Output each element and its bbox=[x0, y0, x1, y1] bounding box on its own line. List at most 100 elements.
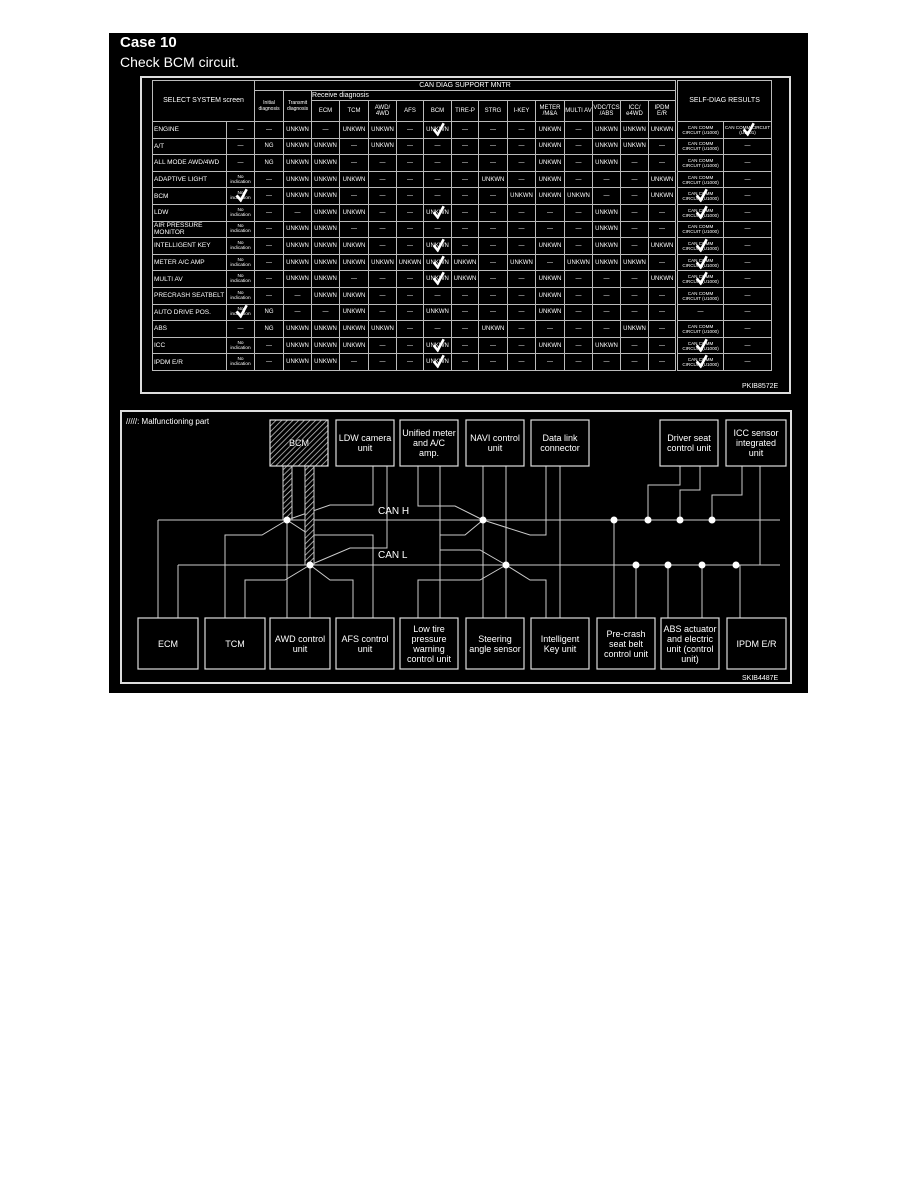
header-col: I-KEY bbox=[507, 100, 537, 122]
cell-value: — bbox=[322, 126, 329, 133]
cell-value: — bbox=[659, 309, 666, 316]
cell-value: UNKWN bbox=[286, 226, 309, 233]
cell-value: — bbox=[322, 309, 329, 316]
cell-value: — bbox=[462, 209, 469, 216]
cell-value: — bbox=[518, 292, 525, 299]
cell-value: — bbox=[351, 359, 358, 366]
cell-value: UNKWN bbox=[595, 209, 618, 216]
cell-value: UNKWN bbox=[567, 193, 590, 200]
cell-value: — bbox=[407, 325, 414, 332]
junction-dot bbox=[632, 561, 640, 569]
cell-value: — bbox=[603, 325, 610, 332]
cell-value: — bbox=[575, 325, 582, 332]
cell-value: — bbox=[462, 292, 469, 299]
cell-value: — bbox=[518, 226, 525, 233]
cell-value: UNKWN bbox=[314, 359, 337, 366]
cell-value: UNKWN bbox=[342, 342, 366, 349]
cell-value: — bbox=[603, 292, 610, 299]
cell-value: — bbox=[744, 242, 751, 249]
cell-value: CAN COMM CIRCUIT (U1000) bbox=[682, 174, 719, 185]
cell-value: — bbox=[603, 359, 610, 366]
cell-value: — bbox=[294, 292, 301, 299]
cell-value: — bbox=[462, 159, 469, 166]
can-wire bbox=[482, 466, 547, 536]
cell-value: UNKWN bbox=[286, 193, 309, 200]
can-h-label: CAN H bbox=[378, 506, 409, 517]
cell-value: — bbox=[575, 143, 582, 150]
cell-value: — bbox=[266, 276, 273, 283]
cell-value: ENGINE bbox=[154, 126, 179, 134]
bottom-unit-ipdm-e-r bbox=[726, 617, 787, 670]
top-unit-navi-control-unit bbox=[465, 419, 525, 467]
cell-value: — bbox=[659, 325, 666, 332]
cell-value: UNKWN bbox=[314, 209, 337, 216]
top-unit-driver-seat-control-unit-label: Driver seat control unit bbox=[666, 433, 712, 453]
cell-value: UNKWN bbox=[595, 242, 618, 249]
cell-value: — bbox=[351, 143, 358, 150]
cell-value: UNKWN bbox=[371, 259, 394, 266]
table-cell: CAN COMM CIRCUIT (U1000) bbox=[675, 154, 725, 172]
bottom-unit-ecm-label: ECM bbox=[158, 638, 178, 649]
cell-value: — bbox=[266, 209, 273, 216]
cell-value: No indication bbox=[230, 290, 251, 301]
can-wire bbox=[439, 519, 484, 620]
cell-value: — bbox=[575, 276, 582, 283]
junction-dot bbox=[479, 516, 487, 524]
cell-value: — bbox=[744, 359, 751, 366]
top-unit-bcm-label: BCM bbox=[289, 438, 309, 448]
cell-value: — bbox=[659, 359, 666, 366]
can-wire bbox=[224, 519, 288, 620]
cell-value: UNKWN bbox=[538, 126, 562, 133]
cell-value: — bbox=[659, 143, 666, 150]
cell-value: NG bbox=[264, 309, 274, 316]
cell-value: ICC bbox=[154, 342, 166, 350]
top-unit-ldw-camera-unit bbox=[335, 419, 395, 467]
cell-value: — bbox=[462, 226, 469, 233]
cell-value: UNKWN bbox=[286, 342, 309, 349]
cell-value: — bbox=[744, 342, 751, 349]
cell-value: — bbox=[547, 209, 554, 216]
cell-value: — bbox=[631, 226, 638, 233]
cell-value: — bbox=[407, 226, 414, 233]
junction-dot bbox=[698, 561, 706, 569]
diag-table-frame bbox=[140, 76, 791, 394]
cell-value: — bbox=[266, 242, 273, 249]
header-select-system: SELECT SYSTEM screen bbox=[151, 80, 256, 122]
cell-value: NG bbox=[264, 159, 274, 166]
cell-value: UNKWN bbox=[595, 143, 618, 150]
cell-value: No indication bbox=[230, 207, 251, 218]
cell-value: — bbox=[237, 126, 244, 133]
can-wire bbox=[505, 564, 547, 620]
bottom-unit-tcm bbox=[204, 617, 266, 670]
can-l-label: CAN L bbox=[378, 550, 408, 561]
cell-value: — bbox=[407, 193, 414, 200]
cell-value: — bbox=[407, 126, 414, 133]
cell-value: — bbox=[266, 342, 273, 349]
cell-value: — bbox=[379, 226, 386, 233]
cell-value: UNKWN bbox=[481, 176, 505, 183]
bottom-unit-pre-crash-seat-belt-control-un bbox=[596, 617, 656, 670]
cell-value: IPDM E/R bbox=[154, 358, 183, 366]
cell-value: LDW bbox=[154, 209, 169, 217]
cell-value: — bbox=[659, 209, 666, 216]
table-cell: UNKWN bbox=[283, 353, 313, 371]
cell-value: — bbox=[547, 226, 554, 233]
cell-value: — bbox=[518, 309, 525, 316]
header-col: AWD/ 4WD bbox=[368, 100, 398, 122]
top-unit-unified-meter-and-a-c-amp-label: Unified meter and A/C amp. bbox=[402, 428, 456, 458]
cell-value: — bbox=[744, 226, 751, 233]
cell-value: UNKWN bbox=[314, 259, 337, 266]
cell-value: UNKWN bbox=[453, 276, 477, 283]
cell-value: — bbox=[490, 159, 497, 166]
cell-value: — bbox=[266, 359, 273, 366]
cell-value: UNKWN bbox=[650, 176, 674, 183]
bottom-unit-awd-control-unit-label: AWD control unit bbox=[274, 633, 326, 654]
cell-value: — bbox=[518, 176, 525, 183]
cell-value: UNKWN bbox=[595, 259, 618, 266]
cell-value: — bbox=[294, 209, 301, 216]
cell-value: — bbox=[462, 242, 469, 249]
bottom-unit-afs-control-unit bbox=[335, 617, 395, 670]
cell-value: — bbox=[266, 226, 273, 233]
cell-value: UNKWN bbox=[650, 242, 674, 249]
cell-value: UNKWN bbox=[650, 126, 674, 133]
